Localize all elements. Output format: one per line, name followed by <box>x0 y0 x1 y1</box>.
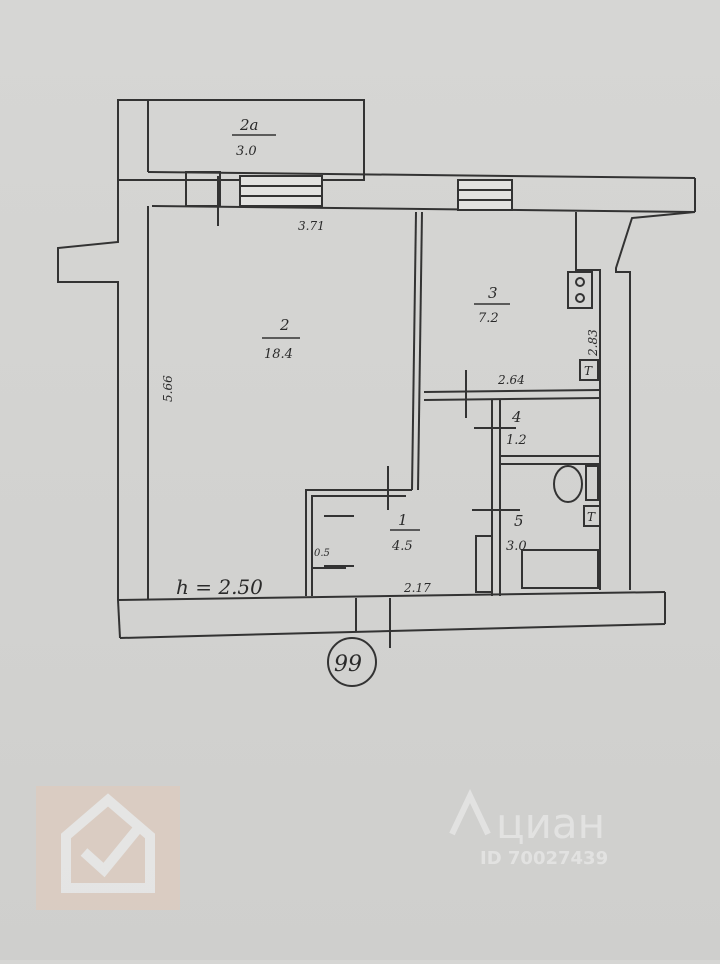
door-marks <box>217 176 520 648</box>
meter-icon-bath <box>583 505 601 527</box>
meter-label-kitchen: Т <box>584 364 593 378</box>
room-number-3: 3 <box>488 284 498 302</box>
toilet-icon <box>553 465 583 503</box>
dim-hall-width: 2.17 <box>403 581 431 595</box>
stove-icon <box>567 271 593 309</box>
room-area-2a: 3.0 <box>236 144 257 159</box>
dim-closet-width: 0.5 <box>314 548 330 559</box>
room-number-5: 5 <box>514 512 524 530</box>
outer-walls <box>57 99 696 639</box>
meter-label-bath: Т <box>587 510 596 524</box>
ceiling-height: h = 2.50 <box>176 575 263 599</box>
watermark-brand: циан ID 70027439 <box>449 788 608 869</box>
dim-right-height: 2.83 <box>586 329 600 357</box>
room-area-5: 3.0 <box>506 539 527 554</box>
cian-logo-icon <box>449 788 491 836</box>
room-area-4: 1.2 <box>506 433 527 448</box>
watermark-logo-icon <box>36 786 180 910</box>
fixtures <box>521 271 601 589</box>
dimension-labels: 3.71 5.66 2.83 2.64 2.17 0.5 h = 2.50 <box>161 219 600 599</box>
apartment-number-circle <box>327 637 377 687</box>
dim-kitchen-width: 2.64 <box>497 373 525 387</box>
meter-icon-kitchen <box>579 359 599 381</box>
window-room-3 <box>457 179 513 211</box>
balcony-outline <box>117 99 365 181</box>
room-labels: 2а 3.0 2 18.4 3 7.2 4 1.2 1 4.5 5 3.0 <box>232 116 527 554</box>
room-area-3: 7.2 <box>478 311 499 326</box>
apartment-number: 99 <box>334 652 362 677</box>
dim-left-height: 5.66 <box>161 375 175 402</box>
room-area-2: 18.4 <box>264 347 293 362</box>
room-number-1: 1 <box>398 511 408 529</box>
interior-walls <box>305 211 601 596</box>
room-number-2a: 2а <box>239 116 259 134</box>
room-number-4: 4 <box>511 408 522 426</box>
bathtub-icon <box>521 549 599 589</box>
watermark-brand-text: циан <box>496 799 605 848</box>
room-number-2: 2 <box>279 316 290 334</box>
dim-top-width: 3.71 <box>298 219 325 233</box>
window-room-2 <box>239 175 323 207</box>
room-area-1: 4.5 <box>391 539 413 554</box>
windows <box>185 171 513 211</box>
watermark-id: ID 70027439 <box>480 848 608 869</box>
